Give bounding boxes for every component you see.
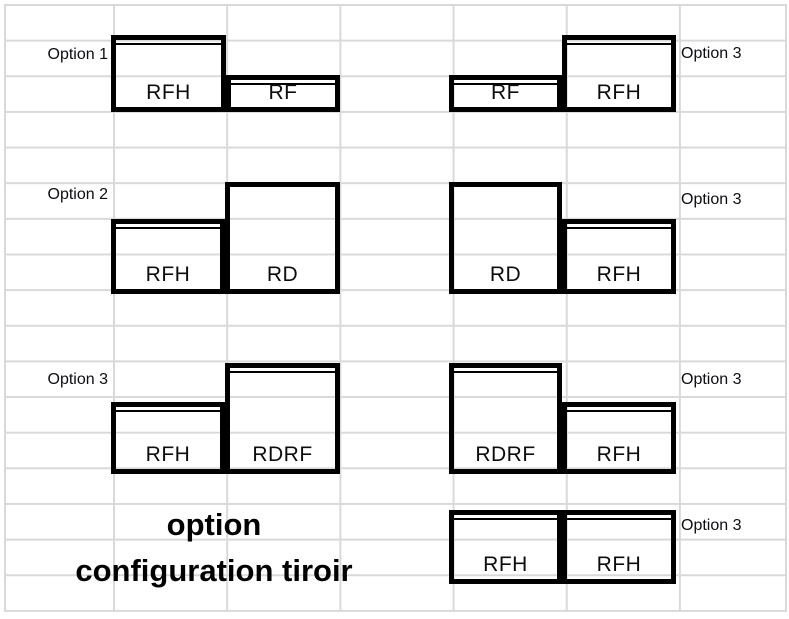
drawer-line: [454, 518, 557, 520]
drawer-line: [454, 371, 557, 373]
page-title-line-2: configuration tiroir: [75, 553, 353, 588]
drawer-line: [454, 83, 557, 85]
box-label: RFH: [145, 263, 191, 286]
drawer-line: [116, 43, 221, 45]
config-box-rf: RF: [449, 75, 562, 112]
drawer-line: [230, 371, 335, 373]
box-label: RF: [268, 81, 298, 104]
box-label: RF: [491, 81, 520, 104]
drawer-line: [116, 227, 220, 229]
page-title-line-1: option: [166, 507, 262, 542]
config-box-rfh: RFH: [562, 510, 676, 584]
config-box-rfh: RFH: [111, 35, 226, 112]
option-label-3: Option 3: [681, 371, 742, 388]
box-label: RFH: [596, 263, 642, 286]
box-label: RDRF: [475, 443, 536, 466]
drawer-line: [567, 43, 671, 45]
config-box-rfh: RFH: [562, 402, 676, 474]
config-box-rfh: RFH: [449, 510, 562, 584]
box-label: RFH: [145, 443, 191, 466]
box-label: RD: [489, 263, 522, 286]
option-label-3: Option 3: [681, 517, 742, 534]
config-box-rd: RD: [225, 182, 340, 294]
config-box-rfh: RFH: [111, 402, 225, 474]
option-label-3: Option 3: [47, 371, 108, 388]
drawer-line: [567, 227, 671, 229]
box-label: RFH: [483, 553, 528, 576]
config-box-rf: RF: [226, 75, 340, 112]
option-label-3: Option 3: [681, 191, 742, 208]
box-label: RFH: [596, 443, 642, 466]
config-box-rfh: RFH: [562, 35, 676, 112]
option-label-1: Option 1: [47, 46, 108, 63]
drawer-line: [231, 83, 335, 85]
config-box-rfh: RFH: [562, 219, 676, 294]
drawer-line: [567, 410, 671, 412]
option-label-2: Option 2: [47, 186, 108, 203]
config-box-rdrf: RDRF: [225, 363, 340, 474]
box-label: RDRF: [252, 443, 313, 466]
drawer-line: [116, 410, 220, 412]
config-box-rfh: RFH: [111, 219, 225, 294]
box-label: RFH: [596, 553, 642, 576]
box-label: RFH: [596, 81, 642, 104]
config-box-rdrf: RDRF: [449, 363, 562, 474]
drawer-line: [567, 518, 671, 520]
box-label: RD: [266, 263, 299, 286]
option-label-3: Option 3: [681, 45, 742, 62]
box-label: RFH: [146, 81, 191, 104]
config-box-rd: RD: [449, 182, 562, 294]
